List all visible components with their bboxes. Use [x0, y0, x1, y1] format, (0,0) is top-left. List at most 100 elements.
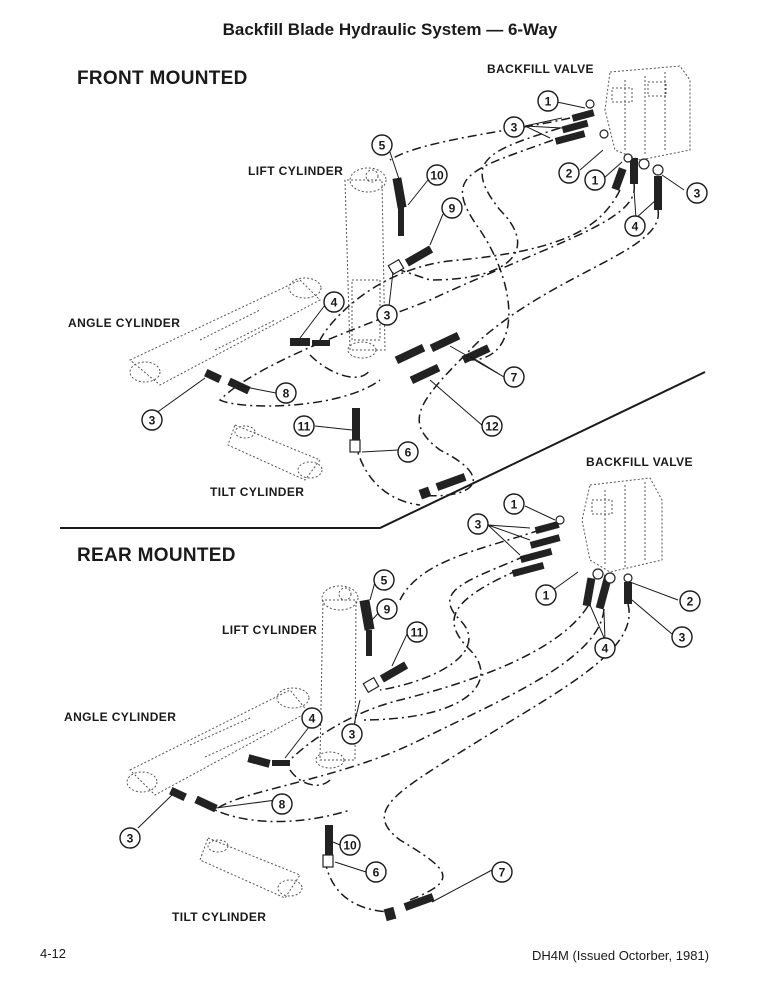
rear-hoses: [213, 529, 630, 913]
front-callout-2: 2: [558, 162, 580, 184]
front-callout-5: 5: [371, 134, 393, 156]
front-callout-number: 6: [405, 446, 412, 460]
front-callout-1: 1: [584, 169, 606, 191]
front-angle-cylinder-label: ANGLE CYLINDER: [68, 316, 181, 330]
rear-callout-number: 6: [373, 866, 380, 880]
front-callout-12: 12: [481, 415, 503, 437]
rear-callout-number: 3: [475, 518, 482, 532]
front-callouts: 1 3 2 1 3 4 5 10 9 3 4 3 8 7 11 12 6: [141, 90, 708, 463]
front-callout-number: 3: [149, 414, 156, 428]
rear-angle-cylinder-label: ANGLE CYLINDER: [64, 710, 177, 724]
rear-callout-11: 11: [406, 621, 428, 643]
front-callout-number: 1: [592, 174, 599, 188]
rear-callout-number: 9: [384, 603, 391, 617]
rear-callout-1: 1: [535, 584, 557, 606]
front-callout-3: 3: [503, 116, 525, 138]
rear-callout-5: 5: [373, 569, 395, 591]
rear-callout-number: 8: [279, 798, 286, 812]
front-callout-number: 2: [566, 167, 573, 181]
front-drawing: [129, 65, 691, 506]
rear-callout-number: 5: [381, 574, 388, 588]
front-callout-number: 11: [298, 420, 311, 434]
document-reference: DH4M (Issued Octorber, 1981): [532, 948, 710, 963]
rear-callout-number: 4: [309, 712, 316, 726]
rear-callout-number: 3: [127, 832, 134, 846]
rear-callout-number: 4: [602, 642, 609, 656]
rear-backfill-valve: [581, 477, 663, 573]
rear-callout-number: 1: [511, 498, 518, 512]
front-callout-number: 1: [545, 95, 552, 109]
front-callout-3: 3: [141, 409, 163, 431]
front-callout-number: 12: [485, 420, 499, 434]
rear-callout-6: 6: [365, 861, 387, 883]
front-callout-8: 8: [275, 382, 297, 404]
front-line-fittings: [204, 177, 491, 500]
front-valve-fittings: [554, 99, 664, 210]
front-callout-number: 4: [632, 220, 639, 234]
front-hoses: [218, 117, 659, 506]
rear-lift-cylinder-label: LIFT CYLINDER: [222, 623, 318, 637]
rear-callout-4: 4: [594, 637, 616, 659]
rear-callout-3: 3: [119, 827, 141, 849]
rear-callout-9: 9: [376, 598, 398, 620]
rear-callout-number: 11: [411, 626, 424, 640]
rear-callout-number: 3: [679, 631, 686, 645]
rear-callout-10: 10: [339, 834, 361, 856]
rear-drawing: [126, 477, 679, 922]
rear-lift-cylinder: [315, 585, 359, 769]
rear-callout-number: 2: [687, 595, 694, 609]
rear-callout-3: 3: [671, 626, 693, 648]
front-callout-number: 3: [511, 121, 518, 135]
rear-mounted-heading: REAR MOUNTED: [77, 545, 236, 566]
rear-callout-8: 8: [271, 793, 293, 815]
rear-leaders: [137, 505, 679, 903]
rear-line-fittings: [169, 599, 435, 922]
rear-callout-number: 7: [499, 866, 506, 880]
rear-callout-2: 2: [679, 590, 701, 612]
front-callout-number: 10: [430, 169, 444, 183]
front-callout-6: 6: [397, 441, 419, 463]
front-backfill-valve-label: BACKFILL VALVE: [487, 62, 594, 76]
rear-callout-number: 10: [343, 839, 357, 853]
front-backfill-valve: [604, 65, 691, 161]
front-callout-4: 4: [323, 291, 345, 313]
rear-callout-1: 1: [503, 493, 525, 515]
front-callout-10: 10: [426, 164, 448, 186]
front-callout-1: 1: [537, 90, 559, 112]
rear-callout-7: 7: [491, 861, 513, 883]
front-callout-4: 4: [624, 215, 646, 237]
rear-callouts: 1 3 1 2 3 4 5 9 11 4 3 3 8 10 6 7: [119, 493, 701, 883]
front-callout-number: 4: [331, 296, 338, 310]
front-callout-3: 3: [376, 304, 398, 326]
front-leaders: [151, 101, 685, 453]
rear-angle-cylinder: [126, 687, 310, 796]
front-mounted-heading: FRONT MOUNTED: [77, 68, 248, 89]
front-callout-number: 9: [449, 202, 456, 216]
front-callout-9: 9: [441, 197, 463, 219]
rear-callout-3: 3: [467, 513, 489, 535]
front-callout-3: 3: [686, 182, 708, 204]
front-callout-number: 3: [384, 309, 391, 323]
rear-backfill-valve-label: BACKFILL VALVE: [586, 455, 693, 469]
front-tilt-cylinder-label: TILT CYLINDER: [210, 485, 305, 499]
front-angle-cylinder: [129, 277, 322, 386]
rear-tilt-cylinder-label: TILT CYLINDER: [172, 910, 267, 924]
front-callout-7: 7: [503, 366, 525, 388]
front-callout-number: 3: [694, 187, 701, 201]
front-callout-11: 11: [293, 415, 315, 437]
rear-callout-number: 1: [543, 589, 550, 603]
front-tilt-cylinder: [227, 424, 323, 481]
page-title: Backfill Blade Hydraulic System — 6-Way: [222, 20, 558, 39]
rear-callout-4: 4: [301, 707, 323, 729]
front-callout-number: 5: [379, 139, 386, 153]
rear-tilt-cylinder: [199, 837, 303, 899]
rear-callout-number: 3: [349, 728, 356, 742]
section-divider: [60, 371, 706, 529]
rear-callout-3: 3: [341, 723, 363, 745]
front-callout-number: 7: [511, 371, 518, 385]
page-number: 4-12: [40, 946, 67, 961]
front-lift-cylinder-label: LIFT CYLINDER: [248, 164, 344, 178]
rear-valve-fittings: [511, 515, 633, 610]
front-callout-number: 8: [283, 387, 290, 401]
